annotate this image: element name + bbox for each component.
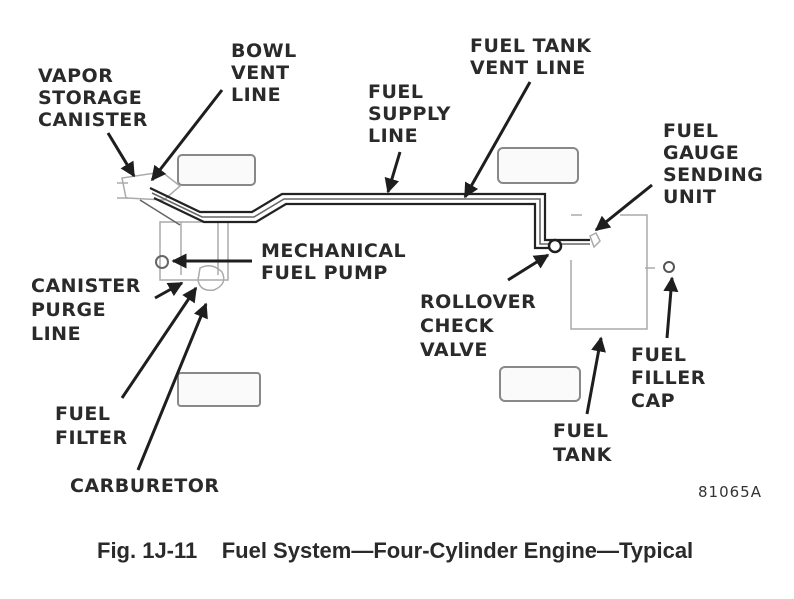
pump-shape	[155, 255, 169, 269]
figure-caption: Fig. 1J-11 Fuel System—Four-Cylinder Eng…	[97, 538, 693, 563]
figure-code: 81065A	[698, 483, 762, 501]
label-fuel-filler-cap: FUEL FILLER CAP	[631, 344, 713, 412]
engine-outline	[159, 221, 229, 292]
vapor-canister-shape	[117, 171, 182, 201]
filler-cap-shape	[663, 261, 675, 273]
label-fuel-tank: FUEL TANK	[553, 420, 616, 466]
label-fuel-supply-line: FUEL SUPPLY LINE	[368, 81, 458, 147]
rear-left-tire	[497, 147, 579, 184]
label-bowl-vent-line: BOWL VENT LINE	[231, 40, 304, 106]
label-carburetor: CARBURETOR	[70, 475, 220, 497]
rollover-valve-shape	[547, 238, 563, 254]
label-vapor-storage-canister: VAPOR STORAGE CANISTER	[38, 65, 149, 131]
label-fuel-tank-vent-line: FUEL TANK VENT LINE	[470, 35, 599, 79]
label-mechanical-fuel-pump: MECHANICAL FUEL PUMP	[261, 240, 413, 284]
rear-right-tire	[499, 366, 581, 402]
fuel-lines	[139, 187, 601, 269]
label-rollover-check-valve: ROLLOVER CHECK VALVE	[420, 291, 543, 361]
label-fuel-gauge-sending-unit: FUEL GAUGE SENDING UNIT	[663, 120, 771, 208]
leader-lines	[106, 81, 679, 471]
label-fuel-filter: FUEL FILTER	[55, 403, 128, 449]
fuel-tank-shape	[570, 214, 675, 330]
front-right-tire	[177, 372, 261, 407]
label-canister-purge-line: CANISTER PURGE LINE	[31, 275, 148, 345]
front-left-tire	[177, 154, 256, 186]
